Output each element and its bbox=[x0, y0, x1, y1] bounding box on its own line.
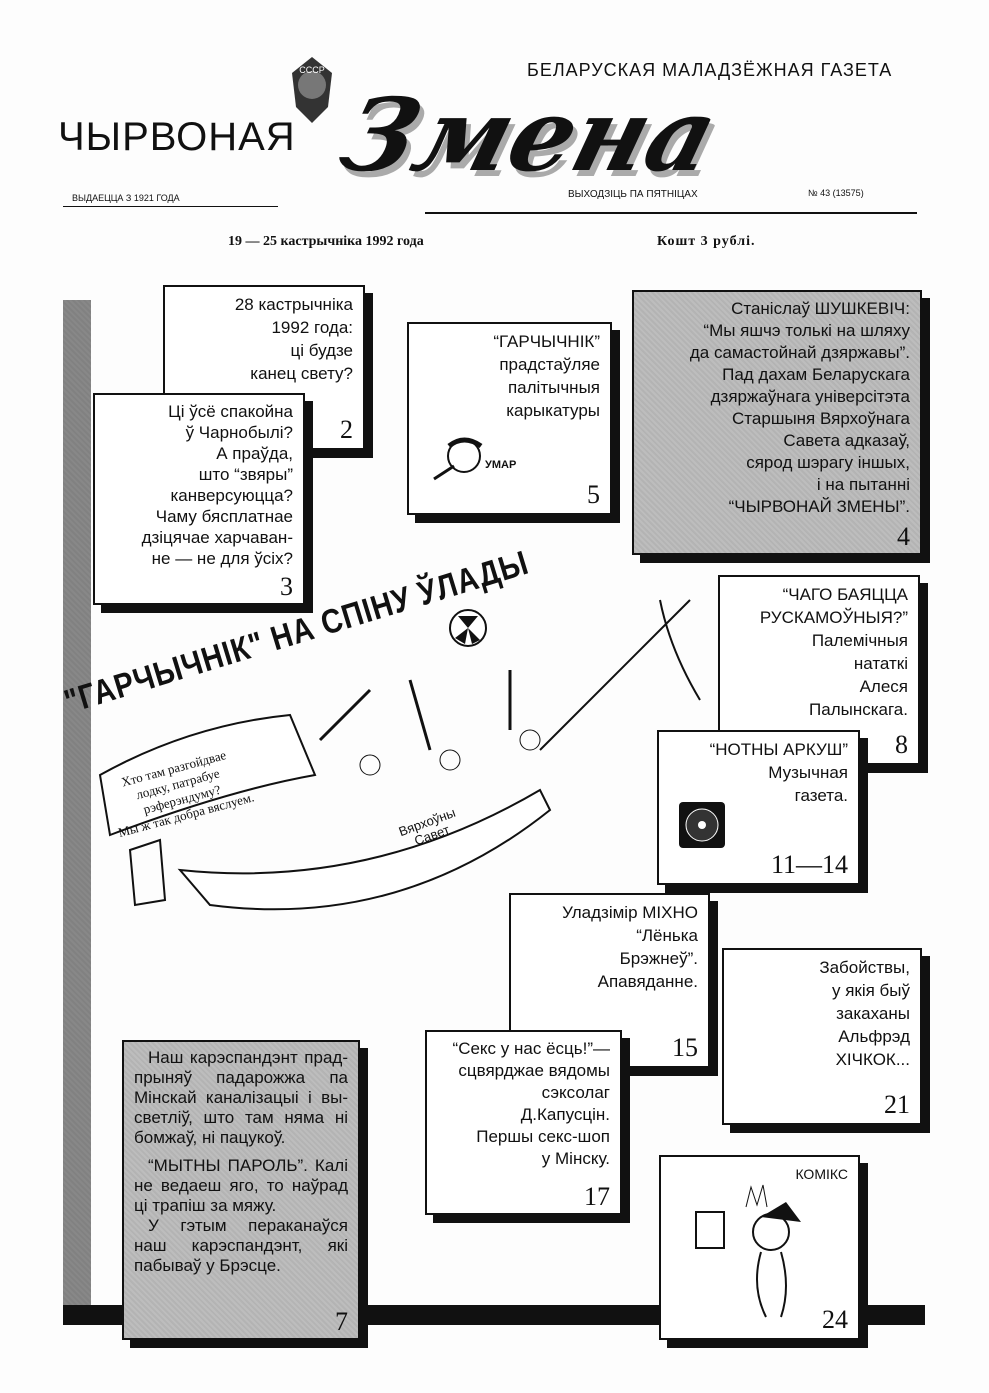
masthead-title-right: Змена bbox=[329, 76, 730, 194]
teaser-line: Уладзімір МІХНО bbox=[562, 903, 698, 922]
divider bbox=[425, 212, 917, 214]
teaser-line: Ці ўсё спакойна bbox=[168, 402, 293, 421]
masthead-title-left: ЧЫРВОНАЯ bbox=[58, 115, 296, 159]
page-number: 4 bbox=[897, 522, 910, 551]
teaser-line: Першы секс-шоп bbox=[476, 1127, 610, 1146]
teaser-line: не — не для ўсіх? bbox=[151, 549, 293, 568]
caricature-label: УМАР bbox=[485, 459, 517, 471]
teaser-box-garchychnik[interactable]: “ГАРЧЫЧНІК” прадстаўляе палітычныя карыкату… bbox=[407, 322, 612, 515]
page-number: 21 bbox=[884, 1090, 910, 1119]
teaser-line: у якія быў bbox=[831, 981, 910, 1000]
page-number: 2 bbox=[340, 415, 353, 444]
teaser-line: сцвярджае вядомы bbox=[458, 1061, 610, 1080]
teaser-line: А праўда, bbox=[216, 444, 293, 463]
teaser-line: ці будзе bbox=[290, 341, 353, 360]
masthead-subtitle: БЕЛАРУСКАЯ МАЛАДЗЁЖНАЯ ГАЗЕТА bbox=[527, 60, 893, 80]
teaser-paragraph: У гэтым пераканаўся наш карэспандэнт, як… bbox=[134, 1216, 348, 1275]
comic-art bbox=[691, 1177, 831, 1327]
teaser-line: канец свету? bbox=[250, 364, 353, 383]
teaser-line: Альфрэд bbox=[838, 1027, 910, 1046]
page-number: 15 bbox=[672, 1033, 698, 1062]
page-number: 8 bbox=[895, 730, 908, 759]
teaser-line: 28 кастрычніка bbox=[234, 295, 353, 314]
teaser-line: што “звяры” bbox=[198, 465, 293, 484]
teaser-line: закаханы bbox=[836, 1004, 910, 1023]
page-number: 5 bbox=[587, 480, 600, 509]
teaser-paragraph: “МЫТНЫ ПАРОЛЬ”. Калі не ведаеш яго, то н… bbox=[134, 1156, 348, 1215]
teaser-line: Старшыня Вярхоўнага bbox=[732, 409, 910, 428]
svg-text:СССР: СССР bbox=[299, 65, 325, 75]
teaser-box-chernobyl[interactable]: Ці ўсё спакойна ў Чарнобылі? А праўда, што … bbox=[93, 393, 305, 605]
since-label: ВЫДАЕЦЦА З 1921 ГОДА bbox=[72, 193, 180, 203]
page-number: 17 bbox=[584, 1182, 610, 1211]
teaser-line: “НОТНЫ АРКУШ” bbox=[709, 740, 848, 759]
left-gray-bar bbox=[63, 300, 91, 1310]
teaser-line: сярод шэрагу іншых, bbox=[746, 453, 910, 472]
teaser-box-shushkevich[interactable]: Станіслаў ШУШКЕВІЧ: “Мы яшчэ толькі на шл… bbox=[632, 290, 922, 555]
teaser-line: “ЧЫРВОНАЙ ЗМЕНЫ”. bbox=[728, 497, 910, 516]
teaser-line: нататкі bbox=[853, 654, 908, 673]
teaser-line: сэксолаг bbox=[541, 1083, 610, 1102]
teaser-line: ў Чарнобылі? bbox=[185, 423, 293, 442]
teaser-line: Д.Капусцін. bbox=[520, 1105, 610, 1124]
teaser-line: да самастойнай дзяржавы”. bbox=[689, 343, 910, 362]
divider bbox=[63, 206, 278, 207]
teaser-line: Чаму бясплатнае bbox=[155, 507, 293, 526]
teaser-line: “Мы яшчэ толькі на шляху bbox=[703, 321, 910, 340]
teaser-line: “Секс у нас ёсць!”— bbox=[452, 1039, 610, 1058]
teaser-paragraph: Наш карэспандэнт прад-прыняў падарожжа п… bbox=[134, 1048, 348, 1147]
page-number: 24 bbox=[822, 1305, 848, 1334]
caricature-art: УМАР bbox=[429, 434, 519, 484]
emblem: СССР bbox=[288, 55, 336, 125]
issue-number: № 43 (13575) bbox=[808, 188, 864, 198]
page-number: 11—14 bbox=[770, 850, 848, 879]
teaser-line: “ГАРЧЫЧНІК” bbox=[493, 332, 600, 351]
teaser-line: “Лёнька bbox=[636, 926, 698, 945]
frequency-label: ВЫХОДЗІЦЬ ПА ПЯТНІЦАХ bbox=[568, 189, 698, 200]
teaser-line: ХІЧКОК... bbox=[835, 1050, 910, 1069]
teaser-line: КОМІКС bbox=[795, 1166, 848, 1182]
teaser-line: Алеся bbox=[859, 677, 908, 696]
teaser-line: газета. bbox=[794, 786, 848, 805]
teaser-line: 1992 года: bbox=[271, 318, 353, 337]
teaser-box-reports[interactable]: Наш карэспандэнт прад-прыняў падарожжа п… bbox=[122, 1040, 360, 1340]
teaser-line: прадстаўляе bbox=[499, 355, 600, 374]
page-number: 3 bbox=[280, 572, 293, 601]
teaser-box-sex-shop[interactable]: “Секс у нас ёсць!”— сцвярджае вядомы сэксо… bbox=[425, 1030, 622, 1215]
teaser-box-music[interactable]: “НОТНЫ АРКУШ” Музычная газета. 11—14 bbox=[657, 730, 860, 885]
teaser-line: Брэжнеў”. bbox=[619, 949, 698, 968]
page-number: 7 bbox=[335, 1307, 348, 1336]
cartoon: "ГАРЧЫЧНІК" НА СПІНУ ЎЛАДЫ Хто там разго… bbox=[60, 544, 730, 980]
price: Кошт 3 рублі. bbox=[657, 234, 756, 249]
teaser-line: канверсуюцца? bbox=[170, 486, 293, 505]
teaser-line: Музычная bbox=[768, 763, 848, 782]
cartoon-drawing bbox=[98, 599, 701, 911]
teaser-line: у Мінску. bbox=[541, 1149, 610, 1168]
teaser-line: Палемічныя bbox=[811, 631, 908, 650]
teaser-line: дзіцячае харчаван- bbox=[141, 528, 293, 547]
record-icon bbox=[679, 802, 725, 848]
teaser-line: Станіслаў ШУШКЕВІЧ: bbox=[731, 299, 910, 318]
teaser-line: палітычныя bbox=[507, 378, 600, 397]
teaser-line: Пад дахам Беларускага bbox=[722, 365, 910, 384]
teaser-line: РУСКАМОЎНЫЯ?” bbox=[759, 608, 908, 627]
teaser-line: “ЧАГО БАЯЦЦА bbox=[782, 585, 908, 604]
teaser-line: Палынскага. bbox=[809, 700, 908, 719]
teaser-line: Забойствы, bbox=[819, 958, 910, 977]
teaser-line: Апавяданне. bbox=[597, 972, 698, 991]
teaser-box-comic[interactable]: КОМІКС 24 bbox=[659, 1155, 860, 1340]
issue-date: 19 — 25 кастрычніка 1992 года bbox=[228, 234, 424, 249]
teaser-line: Савета адказаў, bbox=[783, 431, 910, 450]
teaser-line: карыкатуры bbox=[506, 401, 600, 420]
teaser-line: дзяржаўнага універсітэта bbox=[710, 387, 910, 406]
teaser-line: і на пытанні bbox=[816, 475, 910, 494]
